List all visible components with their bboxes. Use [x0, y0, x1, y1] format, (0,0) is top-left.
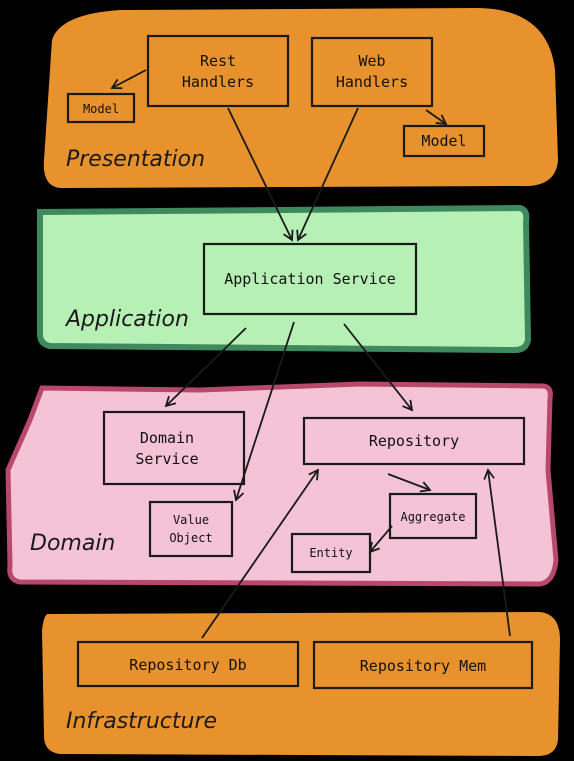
infrastructure-label: Infrastructure — [66, 709, 217, 734]
arrow-web-to-model — [425, 109, 448, 126]
arrow-appservice-to-repository — [343, 323, 414, 412]
value-object-line1: Value — [173, 513, 209, 527]
repository-db-label: Repository Db — [129, 656, 246, 674]
aggregate-box: Aggregate — [388, 492, 478, 540]
arrow-repository-to-aggregate — [387, 473, 432, 493]
rest-handlers-line1: Rest — [200, 52, 236, 70]
repository-label: Repository — [369, 432, 459, 450]
model-box-right: Model — [402, 124, 486, 158]
model-right-label: Model — [421, 132, 466, 150]
arrow-rest-to-appservice — [227, 107, 294, 242]
application-service-box: Application Service — [202, 242, 418, 316]
infrastructure-layer — [42, 612, 560, 756]
application-service-label: Application Service — [224, 270, 396, 288]
aggregate-label: Aggregate — [400, 510, 465, 524]
repository-mem-label: Repository Mem — [360, 657, 486, 675]
web-handlers-line1: Web — [358, 52, 385, 70]
web-handlers-line2: Handlers — [336, 73, 408, 91]
domain-service-box: Domain Service — [102, 410, 246, 486]
application-label: Application — [64, 307, 189, 332]
domain-service-line2: Service — [135, 450, 198, 468]
arrow-repomem-to-repository — [483, 468, 511, 637]
arrows — [110, 69, 511, 639]
repository-db-box: Repository Db — [76, 640, 300, 688]
arrow-aggregate-to-entity — [368, 525, 393, 554]
rest-handlers-box: Rest Handlers — [146, 34, 290, 108]
value-object-box: Value Object — [148, 500, 234, 558]
presentation-layer — [43, 8, 559, 188]
arrow-repodb-to-repository — [201, 468, 320, 639]
presentation-label: Presentation — [66, 147, 205, 172]
arrow-web-to-appservice — [296, 107, 359, 242]
model-box-left: Model — [66, 92, 136, 124]
domain-service-line1: Domain — [140, 429, 194, 447]
domain-layer — [5, 381, 559, 587]
repository-mem-box: Repository Mem — [312, 640, 534, 690]
web-handlers-box: Web Handlers — [310, 36, 434, 108]
entity-label: Entity — [309, 546, 352, 560]
domain-label: Domain — [30, 531, 115, 556]
repository-box: Repository — [302, 416, 526, 466]
arrow-rest-to-model — [110, 69, 147, 90]
value-object-line2: Object — [169, 531, 212, 545]
rest-handlers-line2: Handlers — [182, 73, 254, 91]
arrow-appservice-to-valueobject — [233, 321, 295, 502]
arrow-appservice-to-domainservice — [164, 327, 247, 408]
model-left-label: Model — [83, 102, 119, 116]
